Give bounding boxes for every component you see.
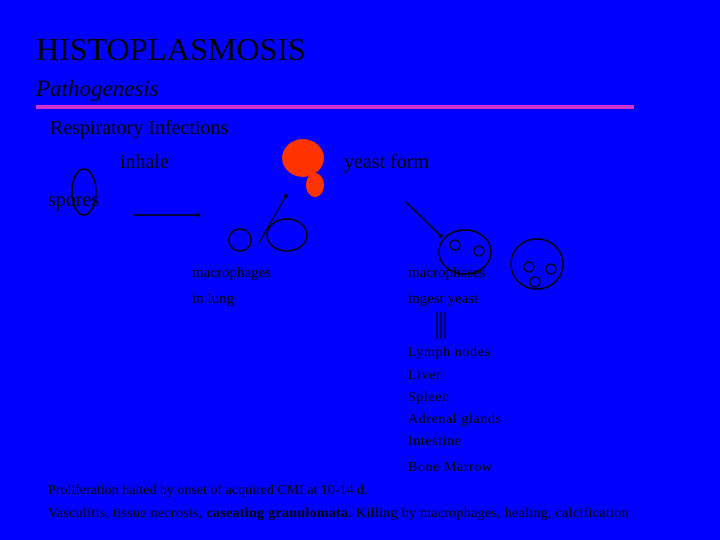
macrophage-small: [229, 229, 251, 251]
ingested-yeast: [450, 240, 460, 250]
site-liver: Liver: [408, 367, 441, 384]
footer-line-2-end: . Killing by macrophages, healing, calci…: [348, 506, 628, 521]
spores-label: spores: [48, 188, 99, 212]
inhale-label: inhale: [120, 150, 169, 174]
footer-line-2: Vasculitis, tissue necrosis, caseating g…: [48, 505, 629, 522]
inhale-arrow-head: [196, 213, 200, 217]
macrophases-label: macrophases: [408, 264, 485, 282]
site-bone-marrow: Bone Marrow: [408, 459, 493, 476]
macrophage-large: [267, 219, 307, 251]
site-intestine: Intestine: [408, 433, 462, 450]
respiratory-heading: Respiratory Infections: [50, 116, 228, 140]
ingest-yeast-label: ingest yeast: [408, 290, 478, 308]
yeast-small: [306, 173, 324, 197]
arrow-head: [439, 234, 443, 238]
ingested-yeast: [530, 277, 540, 287]
ingested-yeast: [546, 264, 556, 274]
site-lymph-nodes: Lymph nodes: [408, 344, 490, 361]
arrow-head: [284, 194, 288, 198]
site-spleen: Spleen: [408, 389, 450, 406]
yeast-large: [282, 139, 324, 177]
caseating-granulomata: caseating granulomata: [206, 506, 348, 521]
in-lung-label: in lung: [192, 290, 234, 308]
yeast-form-label: yeast form: [344, 150, 429, 174]
ingested-yeast: [524, 262, 534, 272]
footer-line-1: Proliferation halted by onset of acquire…: [48, 482, 368, 499]
macrophage-with-yeast-2: [511, 239, 563, 289]
ingested-yeast: [474, 246, 484, 256]
ingest-arrow: [406, 202, 441, 236]
site-adrenal-glands: Adrenal glands: [408, 411, 502, 428]
footer-line-2-start: Vasculitis, tissue necrosis,: [48, 506, 206, 521]
macrophages-label: macrophages: [192, 264, 271, 282]
